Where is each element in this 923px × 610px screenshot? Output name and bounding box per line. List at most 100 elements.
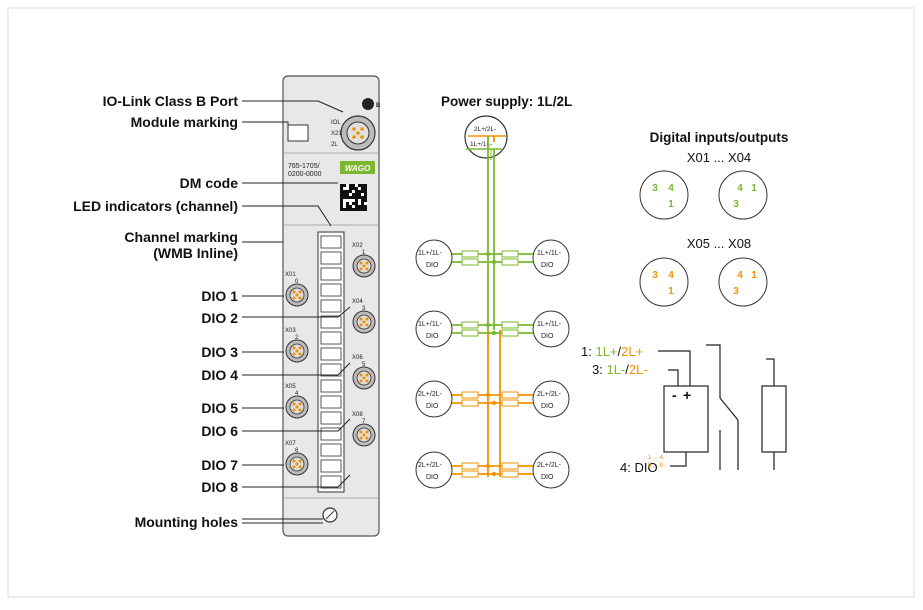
svg-text:1 ... 4,: 1 ... 4, (648, 455, 665, 461)
row-right-dio: DIO (541, 262, 554, 269)
led-indicator (320, 283, 342, 297)
dm-code (340, 184, 367, 211)
svg-text:B: B (376, 103, 381, 109)
row-right-label: 1L+/1L- (537, 250, 562, 257)
led-indicator (320, 315, 342, 329)
svg-text:4: 4 (668, 183, 674, 194)
led-indicator (320, 427, 342, 441)
connector-name: X05 (285, 384, 296, 390)
power-connector (464, 115, 508, 159)
connector-number: 5 (362, 362, 366, 368)
label-channel-marking: Channel marking (124, 229, 238, 245)
row-left-dio: DIO (426, 403, 439, 410)
panel-border (7, 7, 915, 598)
connector-name: X01 (285, 272, 296, 278)
svg-text:0200-0000: 0200-0000 (288, 171, 322, 178)
row-left-dio: DIO (426, 474, 439, 481)
wago-logo (340, 161, 375, 174)
wiring-line4: 4: DIO (620, 460, 658, 475)
led-indicator (320, 347, 342, 361)
svg-text:+: + (683, 387, 691, 403)
label-dio-5: DIO 5 (201, 400, 238, 416)
row-left-label: 1L+/1L- (418, 321, 443, 328)
svg-text:2L+/2L-: 2L+/2L- (474, 126, 496, 133)
digital-title: Digital inputs/outputs (650, 130, 789, 145)
group2-label: X05 ... X08 (687, 236, 751, 251)
led-indicator (320, 411, 342, 425)
label-module-marking: Module marking (131, 114, 238, 130)
power-title: Power supply: 1L/2L (441, 94, 572, 109)
label-led-indicators: LED indicators (channel) (73, 198, 238, 214)
svg-text:X21: X21 (331, 131, 342, 137)
label-dio-1: DIO 1 (201, 288, 238, 304)
row-right-dio: DIO (541, 403, 554, 410)
svg-text:4: 4 (737, 270, 743, 281)
connector-number: 4 (295, 391, 299, 397)
connector-name: X04 (352, 299, 363, 305)
led-indicator (320, 331, 342, 345)
row-right-dio: DIO (541, 474, 554, 481)
svg-text:765-1705/: 765-1705/ (288, 163, 320, 170)
led-indicator (320, 475, 342, 489)
label-dio-2: DIO 2 (201, 310, 238, 326)
connector-number: 2 (295, 335, 299, 341)
led-indicator (320, 443, 342, 457)
leader-lines (242, 100, 351, 524)
connector-name: X07 (285, 441, 296, 447)
label-dio-6: DIO 6 (201, 423, 238, 439)
row-right-label: 2L+/2L- (537, 391, 562, 398)
led-indicator (320, 299, 342, 313)
svg-text:1: 1 (751, 183, 757, 194)
label-wmb-inline: (WMB Inline) (153, 245, 238, 261)
connector-name: X08 (352, 412, 363, 418)
led-indicator (320, 379, 342, 393)
label-dm-code: DM code (180, 175, 239, 191)
svg-text:-: - (672, 387, 677, 403)
label-dio-3: DIO 3 (201, 344, 238, 360)
led-indicator (320, 267, 342, 281)
row-left-label: 2L+/2L- (418, 462, 443, 469)
port-badge-icon (362, 98, 374, 110)
label-dio-8: DIO 8 (201, 479, 238, 495)
svg-text:3: 3 (733, 286, 739, 297)
wiring-line1: 1: 1L+/2L+ (581, 344, 643, 359)
svg-text:2L: 2L (331, 142, 338, 148)
svg-text:1: 1 (751, 270, 757, 281)
svg-text:1L+/1L-: 1L+/1L- (470, 141, 492, 148)
group1-label: X01 ... X04 (687, 150, 751, 165)
connector-name: X06 (352, 355, 363, 361)
led-indicator (320, 251, 342, 265)
svg-text:1: 1 (668, 199, 674, 210)
row-right-label: 1L+/1L- (537, 321, 562, 328)
row-left-dio: DIO (426, 262, 439, 269)
connector-number: 3 (362, 306, 366, 312)
connector-number: 1 (362, 250, 366, 256)
led-indicator (320, 235, 342, 249)
svg-text:5 ... 8: 5 ... 8 (648, 463, 664, 469)
digital-io-section: Digital inputs/outputs X01 ... X04 X05 .… (639, 130, 789, 307)
module-marking-slot (287, 124, 309, 142)
label-mounting-holes: Mounting holes (135, 514, 239, 530)
wiring-line3: 3: 1L-/2L- (592, 362, 648, 377)
svg-text:4: 4 (668, 270, 674, 281)
connector-number: 0 (295, 279, 299, 285)
svg-text:3: 3 (733, 199, 739, 210)
row-left-label: 2L+/2L- (418, 391, 443, 398)
svg-text:3: 3 (652, 270, 658, 281)
label-dio-4: DIO 4 (201, 367, 238, 383)
connector-name: X03 (285, 328, 296, 334)
svg-text:3: 3 (652, 183, 658, 194)
